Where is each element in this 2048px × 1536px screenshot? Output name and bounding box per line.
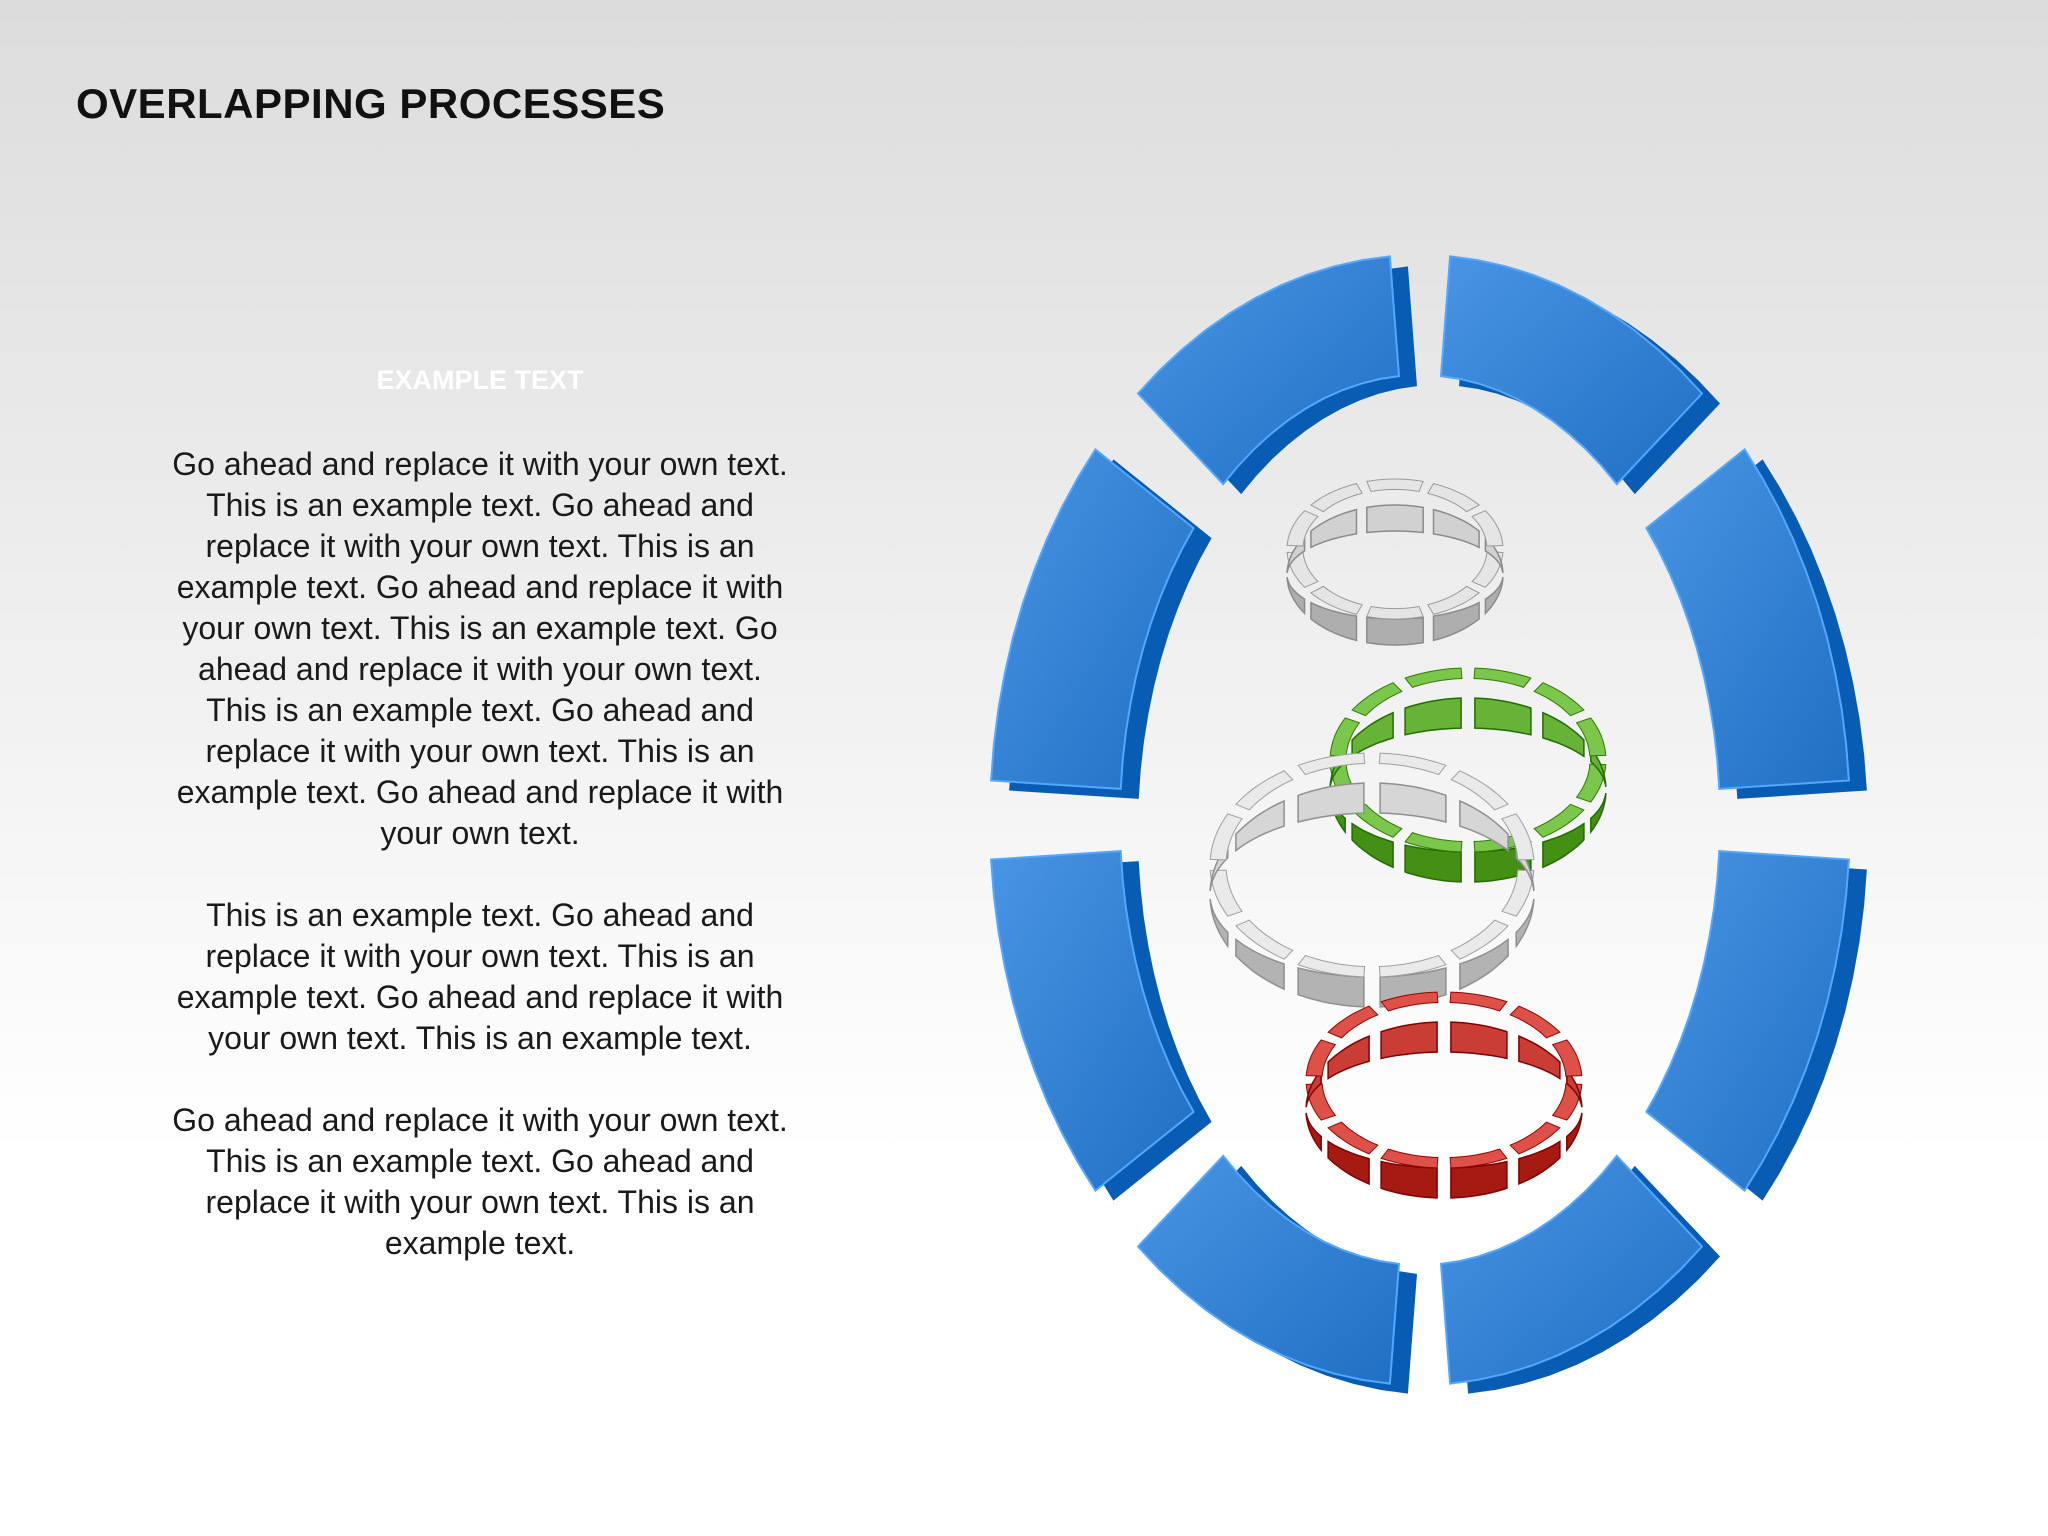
ring-segment-rim [1209,813,1243,861]
ring-segment [1286,577,1306,616]
ring-segment-rim [1309,483,1363,513]
ring-segment-rim [1286,510,1319,547]
ring-segment [1209,898,1229,949]
outer-ring-segment [990,850,1195,1193]
ring-segment-rim [1449,1148,1508,1169]
ring-segment-rim [1404,832,1463,853]
ring-segment [1432,508,1480,549]
ring-segment [1235,938,1285,991]
ring-segment-rim [1427,585,1481,615]
ring-segment-rim [1575,717,1607,757]
ring-segment [1327,1034,1370,1080]
ring-segment [1432,601,1480,642]
ring-segment [1450,1021,1508,1060]
outer-ring-segment [990,447,1195,790]
ring-segment [1484,577,1504,616]
ring-segment [1590,792,1607,835]
diagram-canvas [990,255,1867,1394]
text-paragraph-2: This is an example text. Go ahead and re… [176,897,784,1056]
inner-rings [1209,478,1607,1199]
ring-segment-rim [1380,991,1439,1012]
ring-segment-rim [1378,752,1447,776]
outer-ring-segment [1136,1154,1401,1385]
ring-segment [1235,799,1285,852]
ring-segment [1327,1140,1370,1186]
ring-segment-rim [1351,682,1403,717]
ring-segment [1379,782,1447,823]
ring-segment [1459,799,1509,852]
outer-ring-segment [1645,447,1850,790]
outer-ring [990,255,1867,1394]
ring-segment-rim [1366,605,1424,620]
ring-segment [1542,711,1585,758]
ring-segment [1351,711,1394,758]
ring-segment [1310,508,1358,549]
ring-gray-top [1286,478,1504,646]
ring-segment [1297,782,1365,823]
ring-segment-rim [1235,770,1294,811]
slide-title: OVERLAPPING PROCESSES [76,80,666,127]
ring-segment [1566,1112,1583,1153]
ring-segment [1404,697,1462,736]
ring-segment-rim [1450,770,1509,811]
ring-segment-rim [1327,1121,1379,1155]
ring-segment-rim [1501,813,1535,861]
ring-segment-rim [1509,1121,1561,1155]
ring-segment-rim [1473,667,1532,688]
text-paragraph-1: Go ahead and replace it with your own te… [172,446,788,851]
ring-segment-rim [1305,1039,1337,1077]
ring-segment [1351,822,1394,869]
ring-segment-rim [1533,803,1585,838]
ring-segment [1305,1067,1322,1108]
outer-ring-segment [1439,1154,1704,1385]
ring-segment-rim [1327,1005,1379,1039]
ring-segment-rim [1533,682,1585,717]
ring-segment-rim [1297,752,1366,776]
outer-ring-segment [1645,850,1850,1193]
ring-segment-rim [1380,1148,1439,1169]
outer-ring-segment [1136,255,1401,486]
ring-segment [1380,1021,1438,1060]
ring-segment-rim [1209,869,1243,917]
text-panel: EXAMPLE TEXT Go ahead and replace it wit… [170,360,790,1305]
ring-segment [1590,745,1607,788]
ring-segment-rim [1450,919,1509,960]
ring-segment-rim [1297,954,1366,978]
ring-segment-rim [1378,954,1447,978]
text-paragraph-3: Go ahead and replace it with your own te… [172,1102,788,1261]
ring-segment-rim [1305,1083,1337,1121]
ring-segment-rim [1501,869,1535,917]
ring-segment-rim [1329,717,1361,757]
ring-segment-rim [1471,551,1504,588]
ring-segment-rim [1404,667,1463,688]
ring-segment [1474,697,1532,736]
ring-segment [1366,504,1424,534]
ring-gray-middle [1209,752,1535,1008]
ring-segment-rim [1449,991,1508,1012]
text-heading: EXAMPLE TEXT [376,365,584,395]
ring-segment [1459,938,1509,991]
outer-ring-segment [1439,255,1704,486]
ring-segment [1566,1067,1583,1108]
ring-segment-rim [1427,483,1481,513]
ring-segment [1310,601,1358,642]
ring-segment [1305,1112,1322,1153]
overlapping-processes-diagram [940,220,1900,1420]
ring-segment-rim [1235,919,1294,960]
ring-segment [1542,822,1585,869]
ring-red [1305,991,1583,1199]
ring-segment [1518,1034,1561,1080]
ring-segment [1515,898,1535,949]
ring-segment-rim [1471,510,1504,547]
ring-segment-rim [1551,1039,1583,1077]
ring-segment-rim [1509,1005,1561,1039]
ring-segment [1366,616,1424,646]
ring-segment [1518,1140,1561,1186]
ring-segment-rim [1366,478,1424,493]
ring-segment-rim [1309,585,1363,615]
